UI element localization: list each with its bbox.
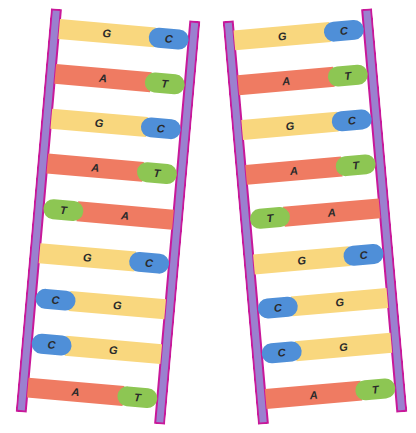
nucleotide-base: T (117, 386, 159, 409)
nucleotide-base: C (331, 109, 373, 132)
base-letter: A (99, 72, 108, 84)
base-letter: C (347, 115, 356, 127)
nucleotide-base: A (27, 378, 124, 406)
nucleotide-base: G (58, 19, 155, 47)
nucleotide-base: C (128, 251, 170, 274)
nucleotide-base: T (43, 198, 85, 221)
base-letter: C (51, 294, 60, 306)
base-letter: A (282, 75, 291, 87)
base-letter: C (47, 339, 56, 351)
base-letter: G (83, 252, 92, 264)
nucleotide-base: A (265, 381, 362, 409)
base-letter: T (134, 391, 142, 403)
base-letter: G (285, 120, 294, 132)
base-letter: C (145, 257, 154, 269)
nucleotide-base: G (65, 336, 162, 364)
nucleotide-base: A (76, 201, 173, 229)
base-letter: C (359, 249, 368, 261)
base-letter: C (273, 302, 282, 314)
base-letter: T (153, 167, 161, 179)
base-letter: G (113, 299, 122, 311)
base-letter: A (309, 389, 318, 401)
nucleotide-base: G (241, 112, 338, 140)
base-letter: G (102, 27, 111, 39)
nucleotide-base: A (47, 154, 144, 182)
base-letter: G (109, 344, 118, 356)
base-letter: T (161, 78, 169, 90)
nucleotide-base: A (283, 198, 380, 226)
nucleotide-base: C (148, 27, 190, 50)
nucleotide-base: G (50, 109, 147, 137)
nucleotide-base: A (237, 67, 334, 95)
nucleotide-base: C (343, 243, 385, 266)
nucleotide-base: C (31, 333, 73, 356)
base-letter: C (339, 25, 348, 37)
nucleotide-base: C (323, 19, 365, 42)
nucleotide-base: C (140, 117, 182, 140)
base-letter: C (277, 347, 286, 359)
nucleotide-base: G (295, 333, 392, 361)
nucleotide-base: G (39, 243, 136, 271)
base-letter: C (156, 122, 165, 134)
base-letter: G (297, 254, 306, 266)
base-letter: T (352, 159, 360, 171)
base-letter: C (164, 33, 173, 45)
nucleotide-base: C (35, 288, 77, 311)
base-letter: A (121, 210, 130, 222)
base-letter: G (277, 30, 286, 42)
base-letter: A (91, 162, 100, 174)
base-letter: T (60, 204, 68, 216)
base-letter: A (289, 165, 298, 177)
dna-ladder: G C A T G C A T T A G C C G C G A T (223, 8, 408, 425)
base-letter: G (339, 341, 348, 353)
nucleotide-base: T (327, 64, 369, 87)
nucleotide-base: G (253, 246, 350, 274)
base-letter: T (266, 212, 274, 224)
base-letter: A (327, 207, 336, 219)
nucleotide-base: T (335, 154, 377, 177)
nucleotide-base: T (355, 378, 397, 401)
nucleotide-base: G (233, 22, 330, 50)
base-letter: A (71, 386, 80, 398)
nucleotide-base: T (144, 72, 186, 95)
nucleotide-base: A (245, 157, 342, 185)
nucleotide-base: T (136, 161, 178, 184)
nucleotide-base: G (69, 291, 166, 319)
base-letter: G (94, 117, 103, 129)
dna-ladder: G C A T G C A T T A G C C G C G A T (16, 8, 201, 425)
nucleotide-base: A (54, 64, 151, 92)
base-letter: G (335, 296, 344, 308)
base-letter: T (371, 384, 379, 396)
nucleotide-base: G (291, 288, 388, 316)
base-letter: T (344, 70, 352, 82)
